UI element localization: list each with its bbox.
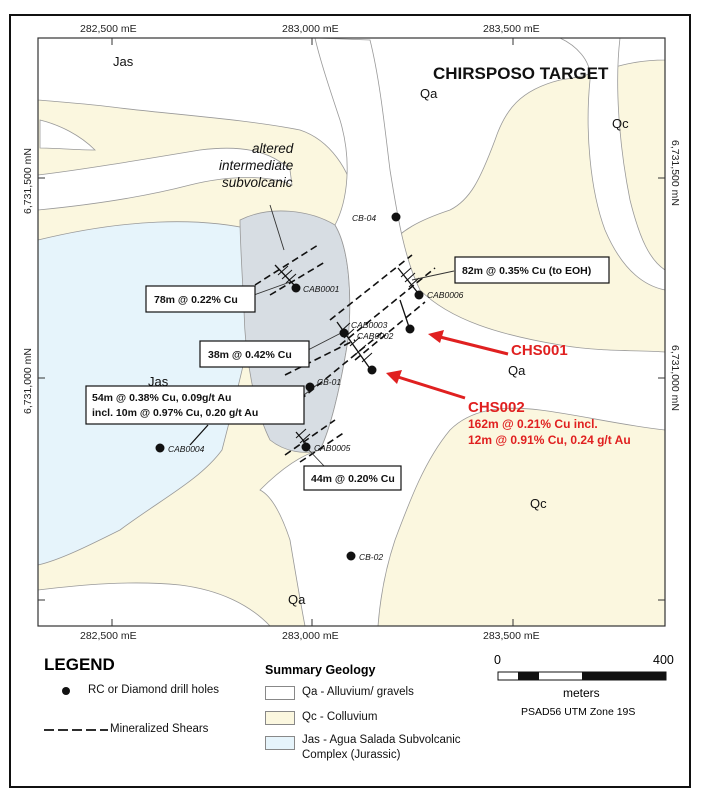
arrow-head-chs002 xyxy=(386,370,402,384)
qa-southwest xyxy=(37,582,271,627)
altered-label-1: altered xyxy=(252,141,294,156)
northing-right-1: 6,731,500 mN xyxy=(669,140,681,206)
qa-east-channel xyxy=(559,37,666,291)
unit-label-qa-right: Qa xyxy=(508,363,526,378)
northing-left-1: 6,731,500 mN xyxy=(22,148,34,214)
drill-hole-collars xyxy=(155,212,424,561)
callout-text-3: 38m @ 0.42% Cu xyxy=(208,349,292,361)
summary-qc-label: Qc - Colluvium xyxy=(302,711,378,723)
legend-drillhole-label: RC or Diamond drill holes xyxy=(88,684,220,696)
callout-leaders xyxy=(253,204,455,468)
collar-cab0005 xyxy=(301,442,311,452)
easting-bottom-2: 283,000 mE xyxy=(282,630,339,642)
callout-text-4b: incl. 10m @ 0.97% Cu, 0.20 g/t Au xyxy=(92,407,258,419)
callout-box-3 xyxy=(199,340,310,368)
collar-cb02 xyxy=(346,551,356,561)
highlight-chs002-line1: 162m @ 0.21% Cu incl. xyxy=(468,417,598,431)
highlight-chs002-line2: 12m @ 0.91% Cu, 0.24 g/t Au xyxy=(468,433,631,447)
qa-west-channel xyxy=(37,147,293,211)
callout-text-4a: 54m @ 0.38% Cu, 0.09g/t Au xyxy=(92,392,231,404)
collar-cab0003 xyxy=(339,328,349,338)
callout-box-2 xyxy=(454,256,610,284)
easting-top-3: 283,500 mE xyxy=(483,23,540,35)
scale-max: 400 xyxy=(653,653,674,667)
collar-chs001 xyxy=(405,324,415,334)
unit-label-qa-top: Qa xyxy=(420,86,438,101)
callout-boxes xyxy=(85,256,610,491)
scale-min: 0 xyxy=(494,653,501,667)
callout-box-4 xyxy=(85,385,305,425)
swatch-qa xyxy=(265,686,295,700)
summary-jas-label-1: Jas - Agua Salada Subvolcanic xyxy=(302,734,461,746)
legend-drillhole-symbol xyxy=(62,687,70,695)
northing-right-2: 6,731,000 mN xyxy=(669,345,681,411)
unit-label-jas-top: Jas xyxy=(113,54,134,69)
collar-cab0001 xyxy=(291,283,301,293)
collar-cab0006 xyxy=(414,290,424,300)
hole-label-cab0005: CAB0005 xyxy=(314,443,351,453)
callout-text-1: 78m @ 0.22% Cu xyxy=(154,294,238,306)
hole-label-cab0001: CAB0001 xyxy=(303,284,340,294)
hole-label-cb02: CB-02 xyxy=(359,552,383,562)
easting-top-1: 282,500 mE xyxy=(80,23,137,35)
collar-chs002 xyxy=(367,365,377,375)
arrow-head-chs001 xyxy=(428,330,444,343)
figure-frame xyxy=(9,14,691,788)
highlight-chs001: CHS001 xyxy=(511,342,568,359)
hole-label-cab0006: CAB0006 xyxy=(427,290,464,300)
callout-text-5: 44m @ 0.20% Cu xyxy=(311,473,395,485)
altered-label-2: intermediate xyxy=(219,158,293,173)
scale-projection: PSAD56 UTM Zone 19S xyxy=(521,706,636,718)
hole-label-cb01: CB-01 xyxy=(317,377,341,387)
summary-geology-title: Summary Geology xyxy=(265,663,376,677)
hole-label-cab0002: CAB0002 xyxy=(357,331,394,341)
unit-label-jas-mid: Jas xyxy=(148,374,169,389)
hole-label-cab0003: CAB0003 xyxy=(351,320,388,330)
callout-text-2: 82m @ 0.35% Cu (to EOH) xyxy=(462,265,591,277)
qa-small-patch xyxy=(39,119,96,151)
map-title: CHIRSPOSO TARGET xyxy=(433,64,609,83)
callout-box-1 xyxy=(145,285,256,313)
northing-left-2: 6,731,000 mN xyxy=(22,348,34,414)
collar-cb04 xyxy=(391,212,401,222)
altered-label-3: subvolcanic xyxy=(222,175,293,190)
unit-label-qc-bottom: Qc xyxy=(530,496,547,511)
grid-ticks xyxy=(38,38,665,626)
collar-cab0004 xyxy=(155,443,165,453)
swatch-jas xyxy=(265,736,295,750)
drill-trace-hatches xyxy=(277,265,420,444)
collar-cb01 xyxy=(305,382,315,392)
unit-label-qc-top: Qc xyxy=(612,116,629,131)
summary-jas-label-2: Complex (Jurassic) xyxy=(302,749,401,761)
legend-shear-label: Mineralized Shears xyxy=(110,723,209,735)
scale-bar xyxy=(497,671,667,681)
callout-box-5 xyxy=(303,465,402,491)
highlight-arrows xyxy=(386,330,509,400)
legend-title: LEGEND xyxy=(44,655,115,674)
mineralized-shears xyxy=(254,244,436,463)
swatch-qc xyxy=(265,711,295,725)
unit-label-qa-bottom: Qa xyxy=(288,592,306,607)
easting-bottom-1: 282,500 mE xyxy=(80,630,137,642)
highlight-chs002: CHS002 xyxy=(468,399,525,416)
hole-label-cab0004: CAB0004 xyxy=(168,444,205,454)
easting-top-2: 283,000 mE xyxy=(282,23,339,35)
map-frame xyxy=(37,37,666,627)
summary-qa-label: Qa - Alluvium/ gravels xyxy=(302,686,414,698)
scale-unit: meters xyxy=(563,686,600,700)
easting-bottom-3: 283,500 mE xyxy=(483,630,540,642)
hole-label-cb04: CB-04 xyxy=(352,213,376,223)
